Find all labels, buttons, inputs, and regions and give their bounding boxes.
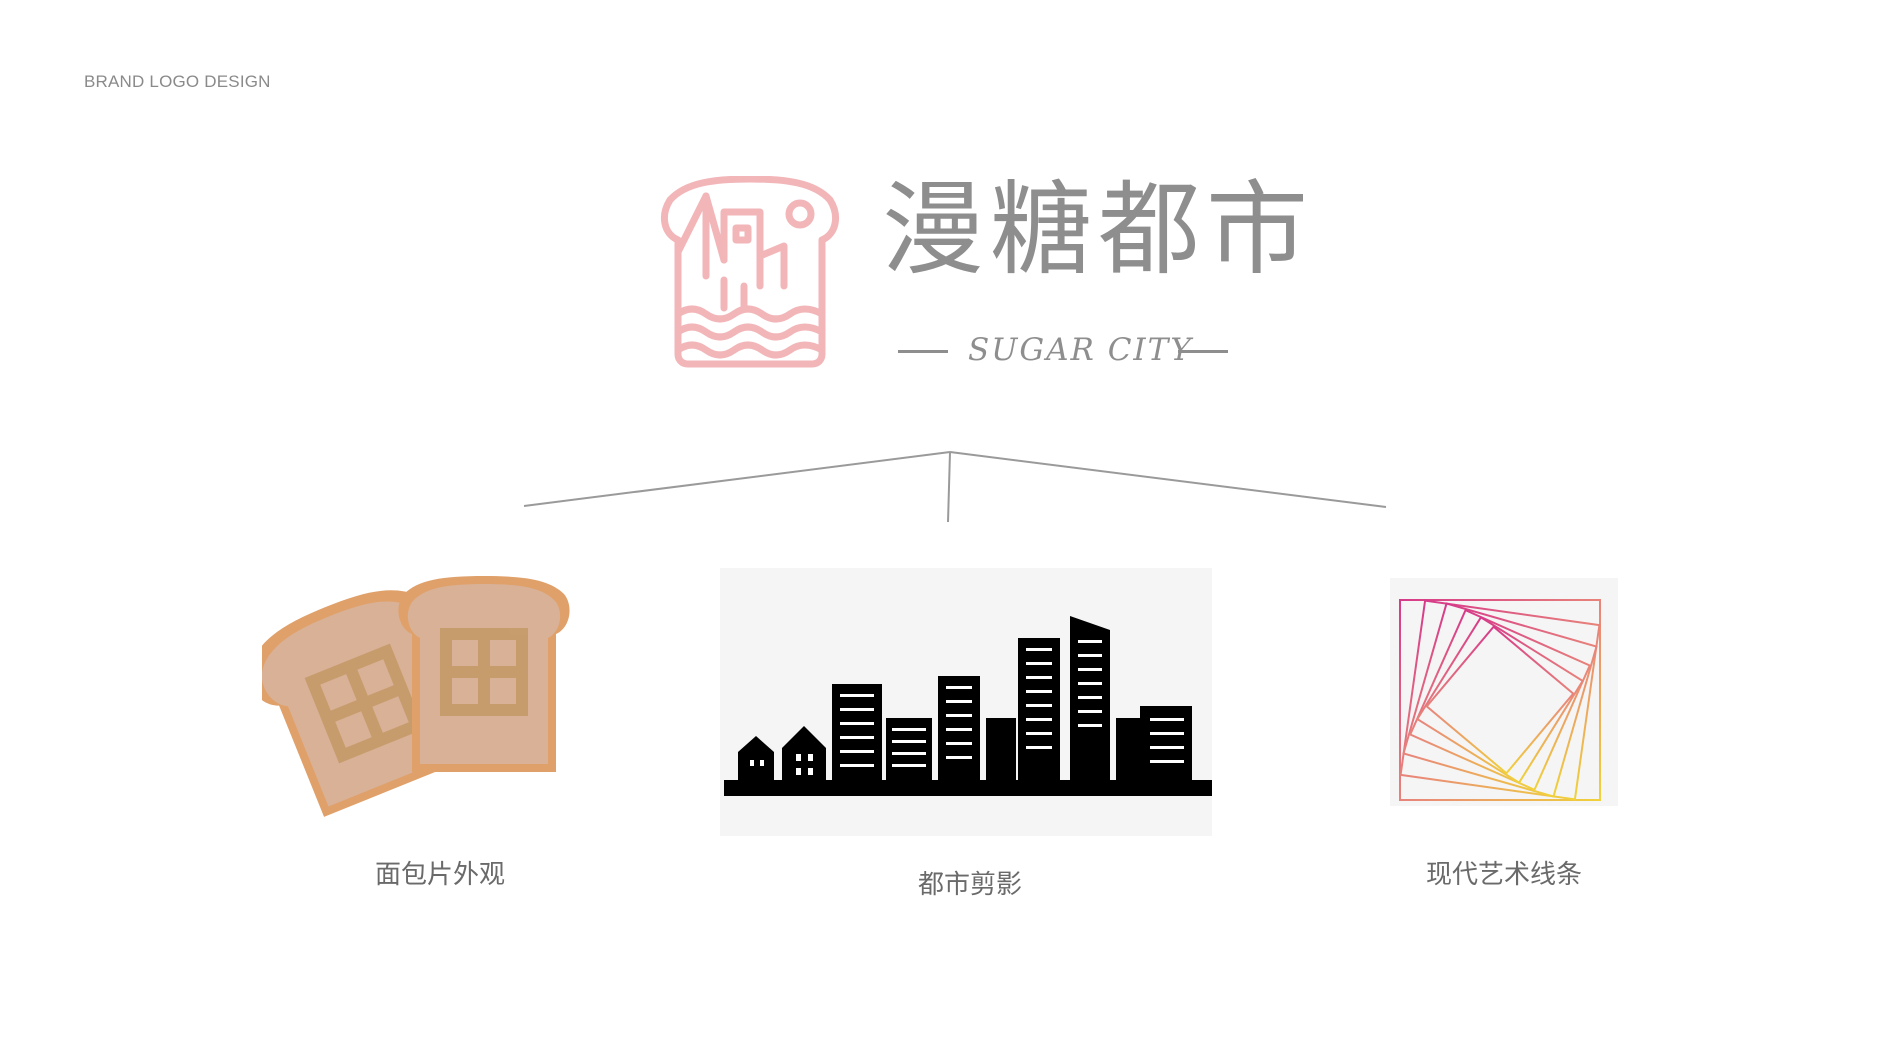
caption-line-art: 现代艺术线条 [1425,860,1582,890]
rotating-squares-line-art-icon [1390,578,1618,806]
left-dash [898,350,948,353]
bread-city-wave-logo-icon [660,176,840,368]
city-skyline-silhouette-icon [720,568,1212,836]
toast-slices-icon [262,576,570,817]
caption-toast: 面包片外观 [374,860,505,890]
brand-name-english-row: SUGAR CITY [898,328,1228,368]
right-dash [1178,350,1228,353]
caption-city: 都市剪影 [917,870,1022,900]
page-heading: BRAND LOGO DESIGN [84,72,271,91]
brand-name-chinese: 漫糖都市 [882,171,1314,290]
brand-name-english: SUGAR CITY [968,332,1193,368]
